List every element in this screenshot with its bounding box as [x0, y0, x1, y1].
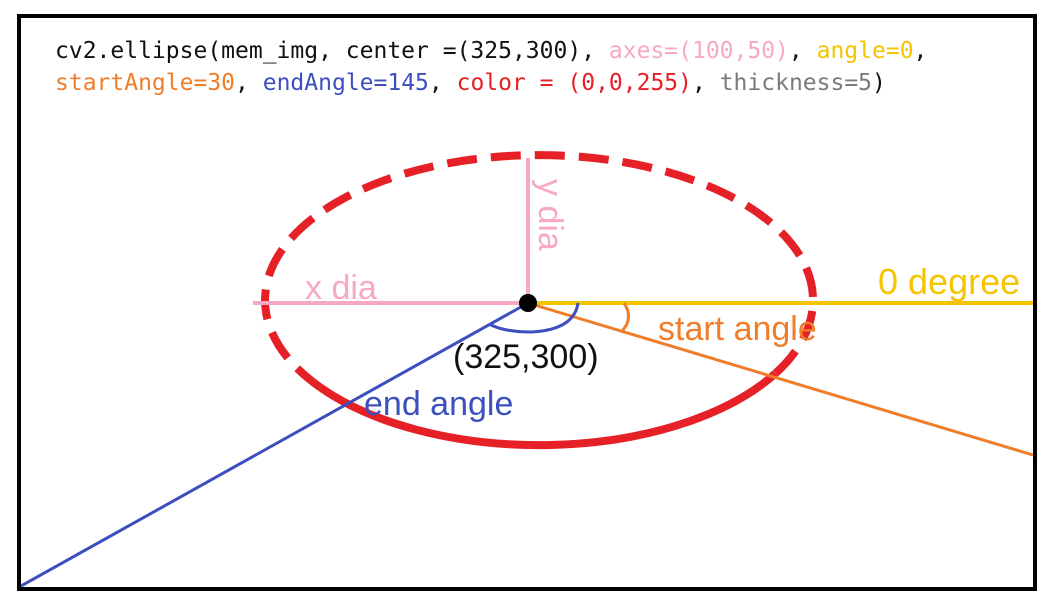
center-label: (325,300)	[453, 338, 599, 376]
code-separator: ,	[235, 70, 263, 96]
center-point	[519, 294, 537, 312]
code-separator: ,	[692, 70, 720, 96]
y-dia-label: y dia	[531, 179, 569, 251]
code-angle-arg: angle=0	[816, 38, 914, 64]
code-start-angle-arg: startAngle=30	[55, 70, 236, 96]
start-angle-ray	[527, 301, 1033, 457]
start-angle-label: start angle	[658, 310, 817, 348]
code-end-angle-arg: endAngle=145	[262, 70, 429, 96]
end-angle-ray	[21, 301, 529, 587]
start-angle-arc-marker	[620, 302, 630, 333]
diagram-frame: cv2.ellipse(mem_img, center =(325,300), …	[17, 14, 1037, 591]
ellipse-solid-arc	[318, 370, 778, 450]
code-axes-arg: axes=(100,50)	[608, 38, 789, 64]
code-separator: ,	[788, 38, 817, 64]
end-angle-label: end angle	[364, 385, 513, 423]
ellipse-diagram: x dia y dia 0 degree start angle end ang…	[21, 151, 1033, 587]
code-thickness-arg: thickness=5	[719, 70, 873, 96]
code-line-1: cv2.ellipse(mem_img, center =(325,300), …	[55, 36, 927, 66]
code-color-arg: color = (0,0,255)	[456, 70, 692, 96]
end-angle-arc-marker	[488, 302, 580, 334]
code-call-suffix: )	[872, 70, 886, 96]
code-separator: ,	[428, 70, 457, 96]
zero-degree-label: 0 degree	[878, 261, 1020, 302]
x-dia-label: x dia	[305, 269, 377, 307]
ellipse-dashed-outline	[261, 151, 817, 391]
code-line-2: startAngle=30, endAngle=145, color = (0,…	[55, 68, 886, 98]
code-call-prefix: cv2.ellipse(mem_img, center =(325,300),	[55, 38, 609, 64]
code-separator: ,	[913, 38, 928, 64]
